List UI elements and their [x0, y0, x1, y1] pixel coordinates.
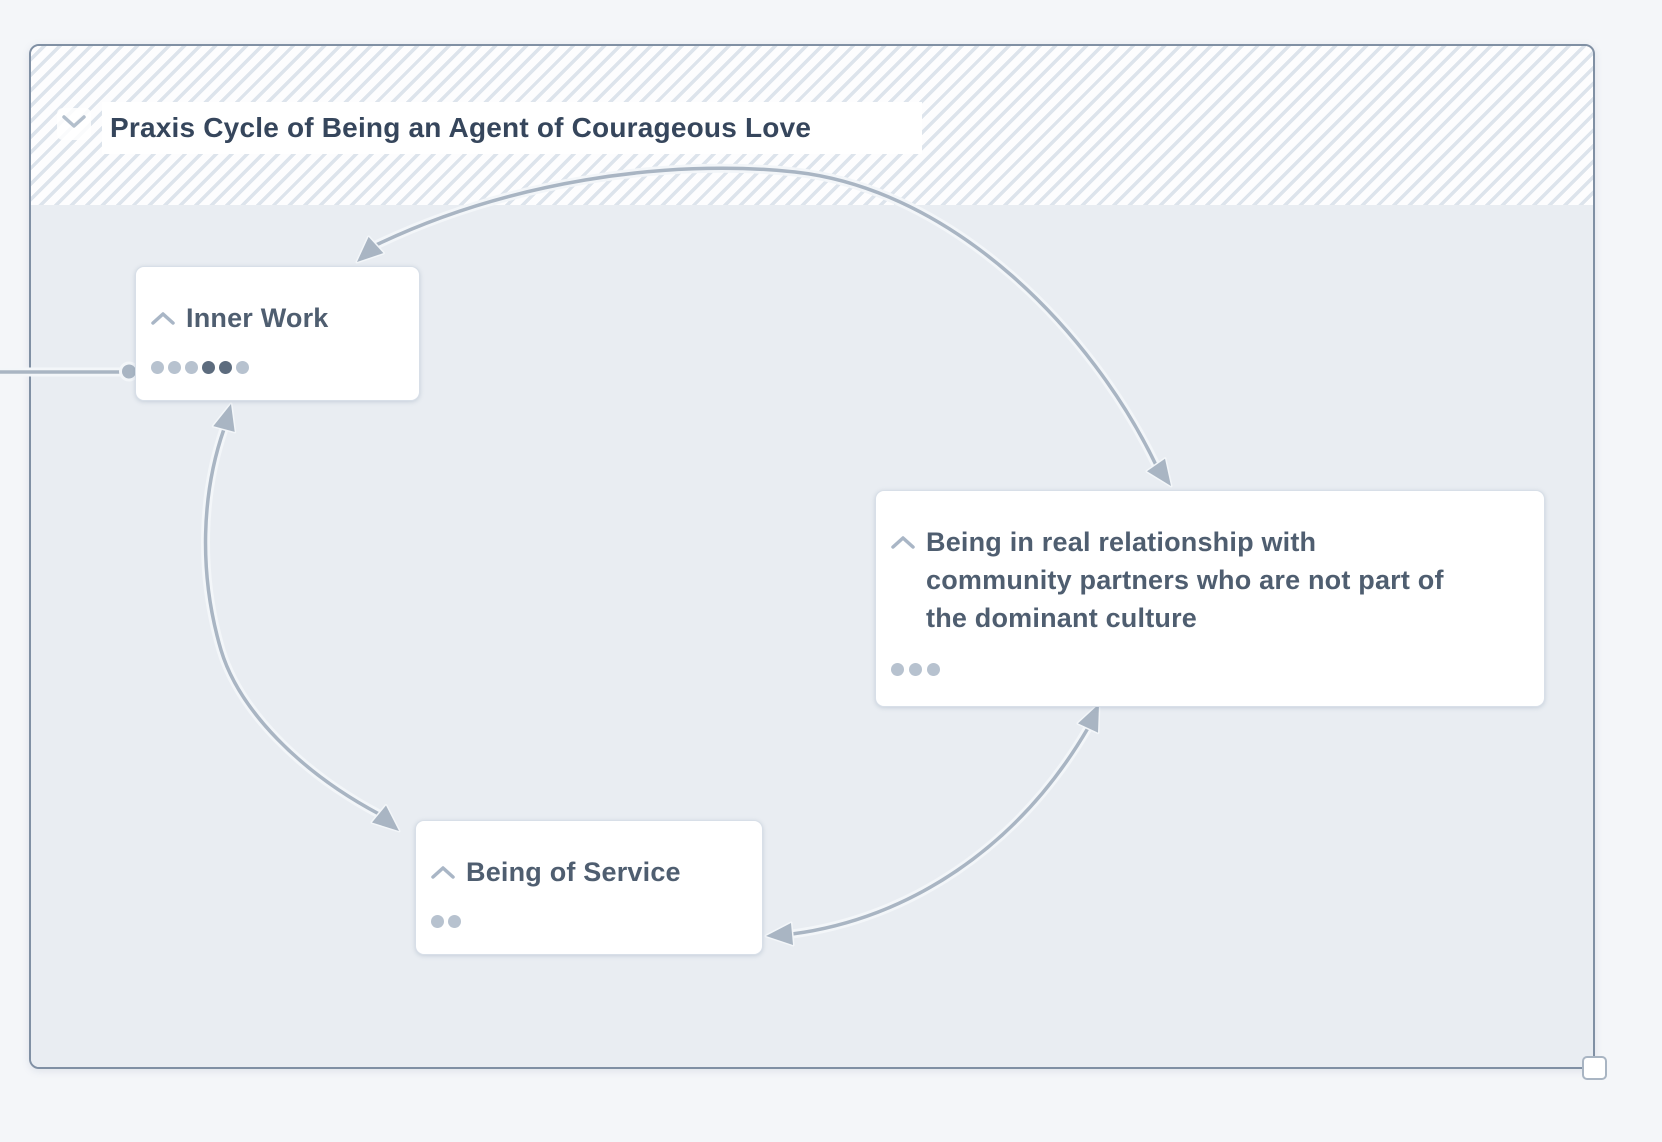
node-tag-dots: [151, 361, 249, 374]
element-header-hatched: Praxis Cycle of Being an Agent of Courag…: [31, 46, 1593, 205]
tag-dot-light: [236, 361, 249, 374]
tag-dot-light: [448, 915, 461, 928]
chevron-up-icon[interactable]: [890, 534, 916, 555]
node-label: Being of Service: [466, 857, 681, 887]
chevron-up-icon[interactable]: [150, 310, 176, 331]
collapse-element-button[interactable]: [57, 108, 91, 140]
resize-handle[interactable]: [1582, 1056, 1607, 1080]
tag-dot-light: [909, 663, 922, 676]
node-tag-dots: [891, 663, 940, 676]
tag-dot-light: [151, 361, 164, 374]
tag-dot-light: [185, 361, 198, 374]
chevron-down-icon: [61, 113, 87, 135]
tag-dot-dark: [202, 361, 215, 374]
tag-dot-light: [431, 915, 444, 928]
node-relationship[interactable]: Being in real relationship with communit…: [875, 490, 1545, 707]
node-label: Inner Work: [186, 303, 329, 333]
node-inner-work[interactable]: Inner Work: [135, 266, 420, 401]
node-tag-dots: [431, 915, 461, 928]
tag-dot-dark: [219, 361, 232, 374]
node-service[interactable]: Being of Service: [415, 820, 763, 955]
chevron-up-icon[interactable]: [430, 864, 456, 885]
tag-dot-light: [168, 361, 181, 374]
element-title: Praxis Cycle of Being an Agent of Courag…: [110, 112, 812, 143]
node-label: Being in real relationship with communit…: [926, 527, 1444, 633]
tag-dot-light: [891, 663, 904, 676]
tag-dot-light: [927, 663, 940, 676]
element-title-strip[interactable]: Praxis Cycle of Being an Agent of Courag…: [102, 102, 922, 154]
